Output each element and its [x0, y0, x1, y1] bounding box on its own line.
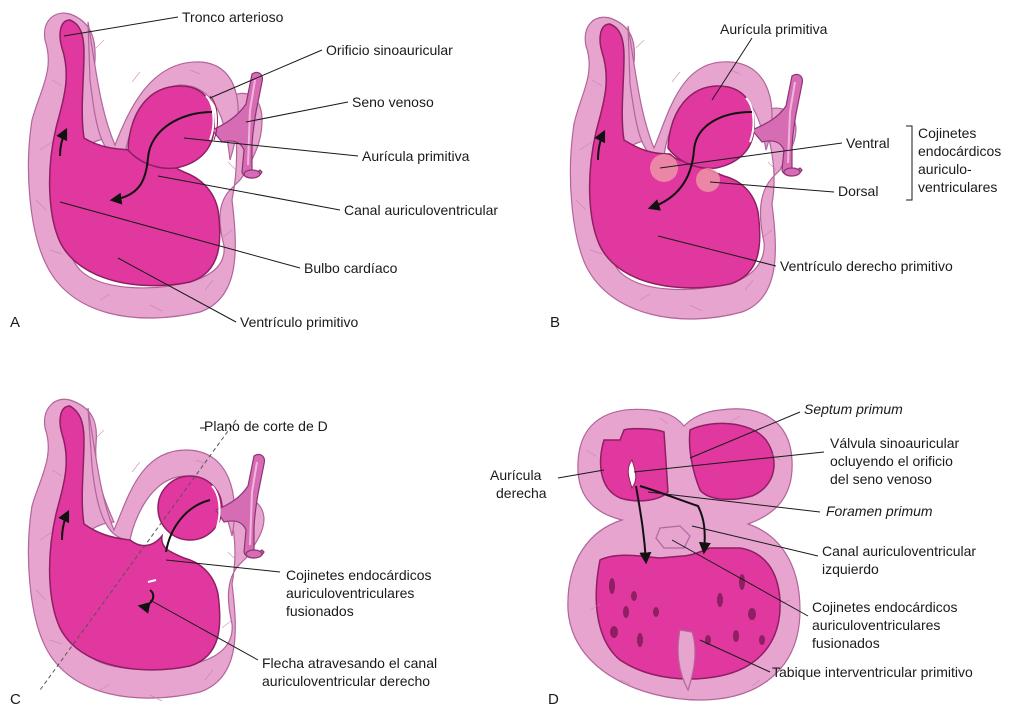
panel-c-letter: C	[10, 691, 21, 708]
label-flecha-1: Flecha atravesando el canal	[262, 655, 437, 671]
panel-d-letter: D	[548, 691, 559, 708]
label-canal-izquierdo-1: Canal auriculoventricular	[822, 543, 976, 559]
label-flecha-2: auriculoventricular derecho	[262, 673, 430, 689]
label-plano-de-corte: Plano de corte de D	[204, 418, 328, 434]
label-valvula-1: Válvula sinoauricular	[830, 435, 960, 451]
label-cojinetes-b-4: ventriculares	[918, 179, 997, 195]
label-septum-primum: Septum primum	[804, 401, 903, 417]
label-cojinetes-c-1: Cojinetes endocárdicos	[286, 567, 432, 583]
label-dorsal: Dorsal	[838, 183, 878, 199]
label-auricula-primitiva-a: Aurícula primitiva	[362, 148, 470, 164]
label-foramen-primum: Foramen primum	[826, 503, 933, 519]
label-auricula-primitiva-b: Aurícula primitiva	[720, 21, 828, 37]
label-cojinetes-c-3: fusionados	[286, 603, 354, 619]
label-tabique-interventricular: Tabique interventricular primitivo	[772, 664, 973, 680]
label-valvula-2: ocluyendo el orificio	[830, 453, 953, 469]
label-valvula-3: del seno venoso	[830, 471, 932, 487]
label-orificio-sinoauricular: Orificio sinoauricular	[326, 42, 453, 58]
panel-d-heart-section	[568, 409, 800, 700]
label-ventriculo-primitivo: Ventrículo primitivo	[240, 314, 358, 330]
label-cojinetes-b-3: auriculo-	[918, 161, 972, 177]
label-tronco-arterioso: Tronco arterioso	[182, 9, 284, 25]
label-ventriculo-derecho-primitivo: Ventrículo derecho primitivo	[780, 258, 953, 274]
label-bulbo-cardiaco: Bulbo cardíaco	[304, 260, 398, 276]
panel-a: Tronco arterioso Orificio sinoauricular …	[10, 9, 498, 331]
label-ventral: Ventral	[846, 135, 890, 151]
panel-b-letter: B	[550, 314, 560, 331]
panel-c-heart-tube	[28, 399, 264, 701]
label-auricula-derecha-2: derecha	[496, 485, 547, 501]
label-cojinetes-d-3: fusionados	[812, 635, 880, 651]
panel-a-letter: A	[10, 314, 20, 331]
label-cojinetes-c-2: auriculoventriculares	[286, 585, 414, 601]
label-auricula-derecha-1: Aurícula	[490, 467, 542, 483]
label-cojinetes-b-1: Cojinetes	[918, 125, 976, 141]
panel-b: Aurícula primitiva Ventral Dorsal Cojine…	[550, 17, 1001, 331]
panel-d: Septum primum Válvula sinoauricular oclu…	[490, 401, 976, 708]
label-canal-izquierdo-2: izquierdo	[822, 561, 879, 577]
label-cojinetes-d-1: Cojinetes endocárdicos	[812, 599, 958, 615]
panel-b-heart-tube	[570, 17, 796, 319]
label-cojinetes-d-2: auriculoventriculares	[812, 617, 940, 633]
label-seno-venoso: Seno venoso	[352, 94, 434, 110]
panel-c: Plano de corte de D Cojinetes endocárdic…	[10, 399, 437, 708]
label-canal-auriculoventricular: Canal auriculoventricular	[344, 202, 498, 218]
label-cojinetes-b-2: endocárdicos	[918, 143, 1001, 159]
